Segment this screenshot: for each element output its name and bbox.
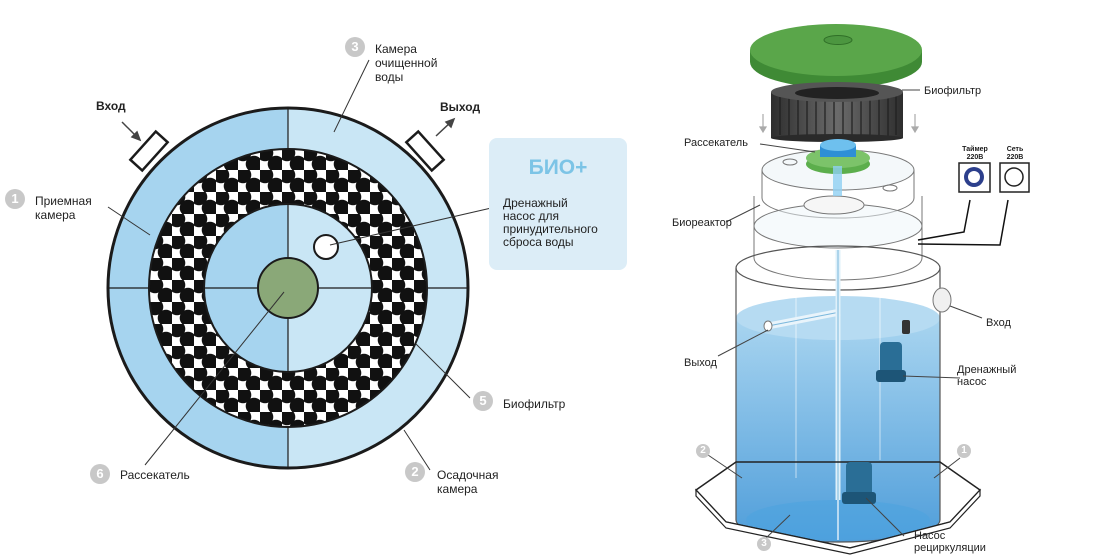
section-inlet-label: Вход	[986, 317, 1011, 329]
label-number-2: 2	[405, 462, 425, 482]
label-diffuser: Рассекатель	[120, 468, 190, 482]
label-number-5: 5	[473, 391, 493, 411]
label-number-3: 3	[345, 37, 365, 57]
section-bioreactor-label: Биореактор	[672, 217, 732, 229]
label-number-6: 6	[90, 464, 110, 484]
bio-plus-callout: БИО+ Дренажный насос для принудительного…	[489, 138, 627, 270]
recirc-pump-label: Насос рециркуляции	[914, 530, 986, 554]
label-clean-water-chamber: Камера очищенной воды	[375, 42, 438, 84]
biofilter-cylinder-shape	[771, 82, 903, 142]
outlet-pipe-shape	[404, 129, 446, 173]
timer-label: Таймер 220В	[962, 146, 988, 161]
drain-pump-label: Дренажный насос	[957, 364, 1017, 388]
label-receiving-chamber: Приемная камера	[35, 194, 92, 222]
section-diffuser-label: Рассекатель	[684, 137, 748, 149]
label-settling-chamber: Осадочная камера	[437, 468, 499, 496]
inlet-pipe-shape	[128, 129, 170, 173]
callout-title: БИО+	[528, 156, 588, 179]
label-number-1: 1	[5, 189, 25, 209]
callout-text: Дренажный насос для принудительного сбро…	[503, 196, 598, 249]
section-outlet-label: Выход	[684, 357, 717, 369]
mains-label: Сеть 220В	[1006, 146, 1024, 161]
section-biofilter-label: Биофильтр	[924, 85, 982, 97]
diffuser-section-shape	[806, 139, 870, 196]
lid-shape	[750, 24, 922, 88]
section-number-3: 3	[757, 537, 771, 551]
label-biofilter: Биофильтр	[503, 397, 566, 411]
section-number-2: 2	[696, 444, 710, 458]
main-tank-shape	[694, 162, 1030, 555]
plan-outlet-label: Выход	[440, 100, 481, 114]
plan-inlet-label: Вход	[96, 99, 126, 113]
section-number-1: 1	[957, 444, 971, 458]
